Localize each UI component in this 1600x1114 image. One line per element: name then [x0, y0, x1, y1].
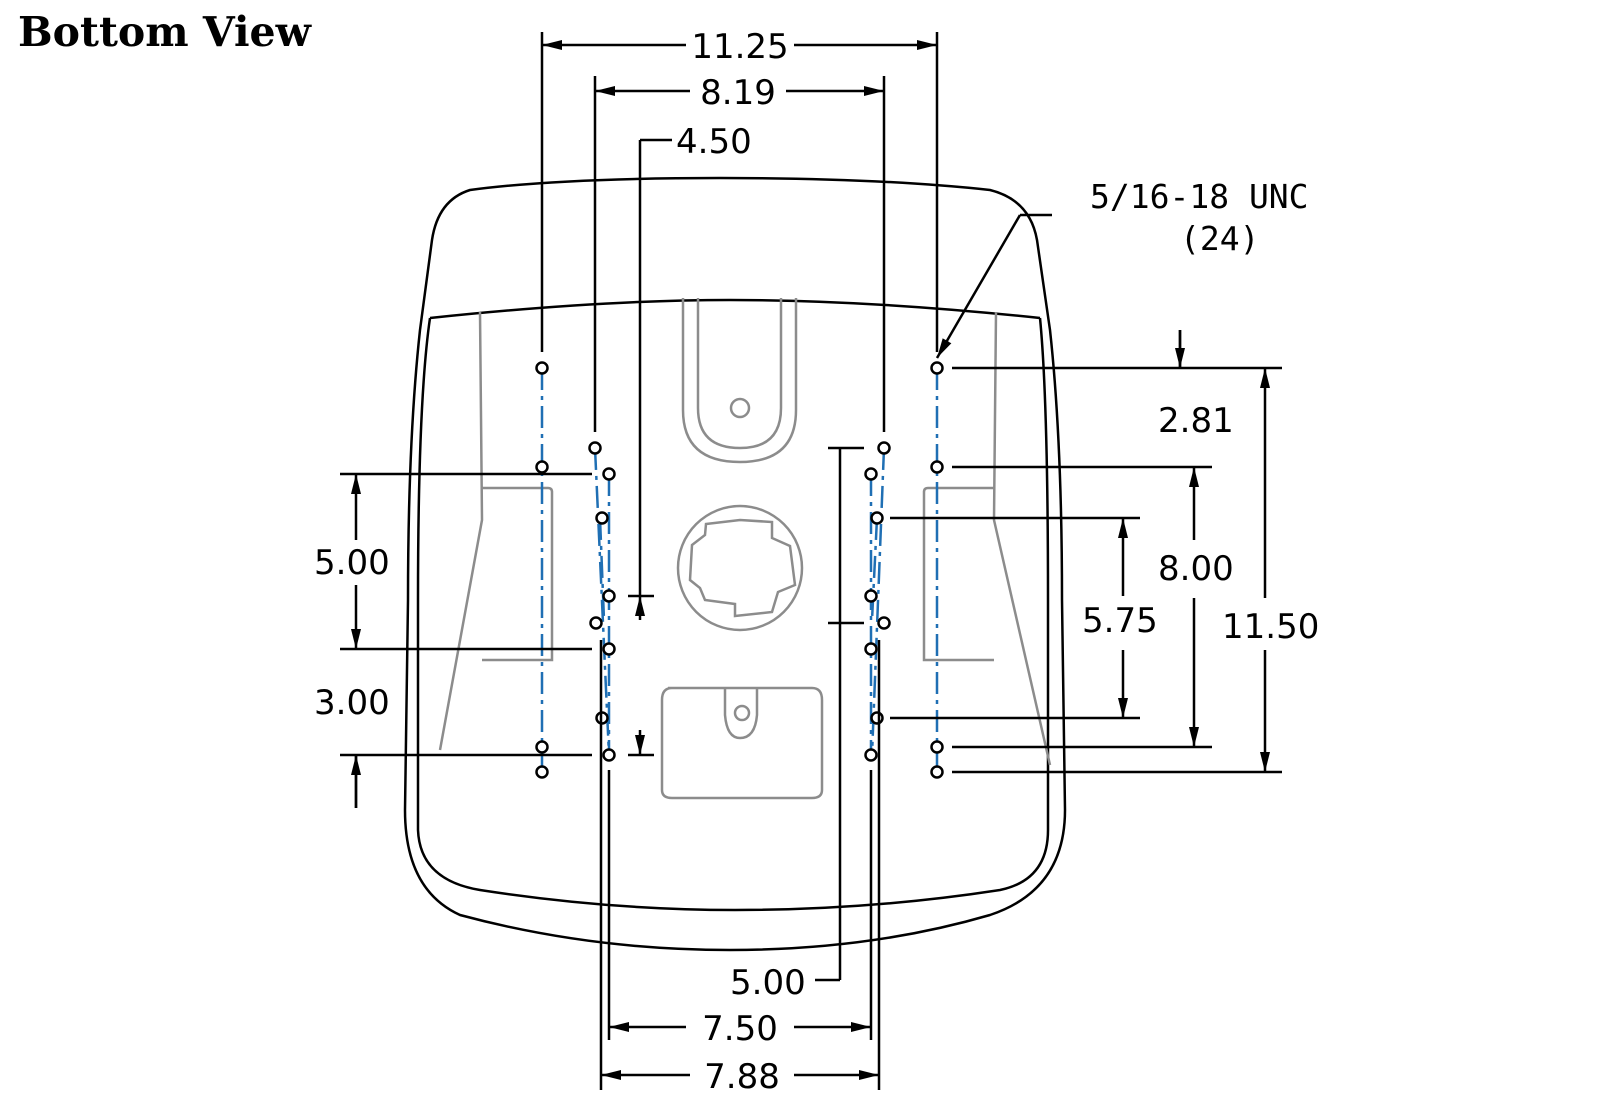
bolt-hole [602, 748, 616, 762]
bolt-hole [930, 460, 944, 474]
bolt-hole [864, 642, 878, 656]
bolt-hole [870, 511, 884, 525]
bolt-hole [877, 616, 891, 630]
bolt-hole [602, 589, 616, 603]
dim-right-overall: 11.50 [1222, 607, 1319, 647]
dim-right-inner: 5.75 [1082, 601, 1158, 641]
dim-left-bottom: 3.00 [314, 683, 390, 723]
bolt-hole [864, 748, 878, 762]
bolt-holes [535, 361, 944, 779]
page-title: Bottom View [18, 8, 311, 56]
bolt-hole [877, 441, 891, 455]
dimension-labels: 11.25 8.19 4.50 5.00 3.00 2.81 8.00 5.75… [314, 27, 1319, 1097]
dim-top-width-outer: 11.25 [691, 27, 788, 67]
bolt-hole [870, 711, 884, 725]
bolt-hole [535, 361, 549, 375]
seat-outline [403, 176, 1067, 952]
bolt-hole [930, 765, 944, 779]
bolt-hole [864, 589, 878, 603]
bolt-hole [930, 740, 944, 754]
dim-bottom-outer: 7.88 [704, 1057, 780, 1097]
dim-right-mid: 8.00 [1158, 549, 1234, 589]
dim-right-top: 2.81 [1158, 401, 1234, 441]
bolt-hole [595, 511, 609, 525]
bolt-hole [930, 361, 944, 375]
dim-left-span: 5.00 [314, 543, 390, 583]
dimension-lines [351, 40, 1270, 1080]
bolt-hole [589, 616, 603, 630]
bolt-hole [535, 460, 549, 474]
thread-count: (24) [1180, 219, 1259, 258]
bolt-hole [535, 740, 549, 754]
bolt-hole [602, 467, 616, 481]
dim-top-offset: 4.50 [676, 122, 752, 162]
bolt-hole [864, 467, 878, 481]
thread-callout: 5/16-18 UNC [1090, 177, 1309, 216]
bolt-hole [535, 765, 549, 779]
dim-bottom-offset: 5.00 [730, 963, 806, 1003]
seat-features [438, 298, 1052, 800]
dim-top-width-inner: 8.19 [700, 73, 776, 113]
bolt-hole [588, 441, 602, 455]
dim-bottom-inner: 7.50 [702, 1009, 778, 1049]
bolt-hole [602, 642, 616, 656]
